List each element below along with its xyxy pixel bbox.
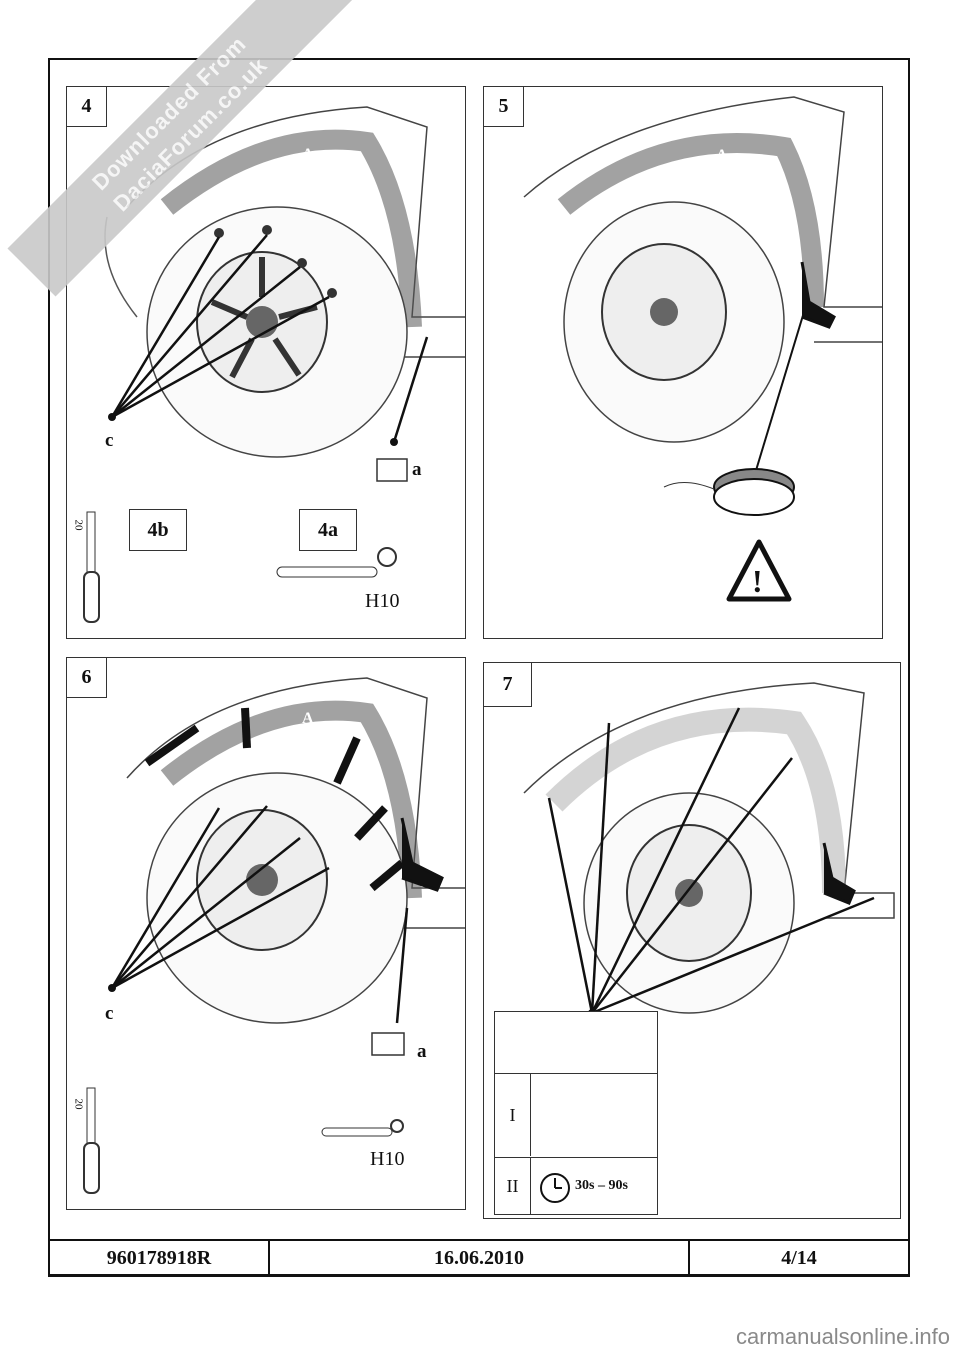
- panel-step-6: 6 A c a H10 20: [66, 657, 466, 1210]
- torx-size-label: 20: [72, 1098, 85, 1110]
- warning-row: [495, 1012, 657, 1074]
- step-row-cleaning: I: [495, 1074, 657, 1158]
- page-number: 4/14: [781, 1246, 817, 1269]
- socket-size-label: H10: [365, 590, 400, 612]
- fender-install-illustration: A: [83, 106, 465, 623]
- document-footer: 960178918R 16.06.2010 4/14: [48, 1239, 910, 1277]
- row-number: I: [495, 1074, 531, 1156]
- document-reference: 960178918R: [50, 1241, 270, 1275]
- part-label-a: A: [302, 710, 314, 727]
- clean-surface-illustration: !: [523, 682, 895, 1078]
- part-label-a: A: [302, 146, 314, 163]
- nut-label-a: a: [417, 1041, 427, 1062]
- step-number: 4: [67, 87, 107, 127]
- drying-time: 30s – 90s: [575, 1178, 628, 1193]
- prep-instructions-table: I II 30s – 90s: [494, 1011, 658, 1215]
- socket-size-label: H10: [370, 1148, 405, 1170]
- fender-secure-illustration: A: [83, 677, 465, 1194]
- sub-step-4a: 4a: [299, 509, 357, 551]
- site-watermark: carmanualsonline.info: [735, 1324, 950, 1349]
- stopwatch-icon: [540, 1173, 570, 1203]
- step-number: 6: [67, 658, 107, 698]
- row-number: II: [495, 1158, 531, 1214]
- torx-size-label: 20: [72, 519, 85, 531]
- step-number: 7: [484, 663, 532, 707]
- warning-icon: !: [752, 563, 763, 599]
- panel-step-5: 5 A !: [483, 86, 883, 639]
- step-row-drying: II 30s – 90s: [495, 1158, 657, 1214]
- panel-step-7: 7 ! I II 30s – 90s: [483, 662, 901, 1219]
- screw-label-c: c: [105, 430, 114, 451]
- step-number: 5: [484, 87, 524, 127]
- screw-label-c: c: [105, 1003, 114, 1024]
- nut-label-a: a: [412, 459, 422, 480]
- part-label-a: A: [716, 147, 728, 164]
- sub-step-4b: 4b: [129, 509, 187, 551]
- tape-apply-illustration: A !: [523, 96, 882, 602]
- panel-step-4: 4 A c a 4b 4a H10 20: [66, 86, 466, 639]
- document-date: 16.06.2010: [270, 1241, 690, 1275]
